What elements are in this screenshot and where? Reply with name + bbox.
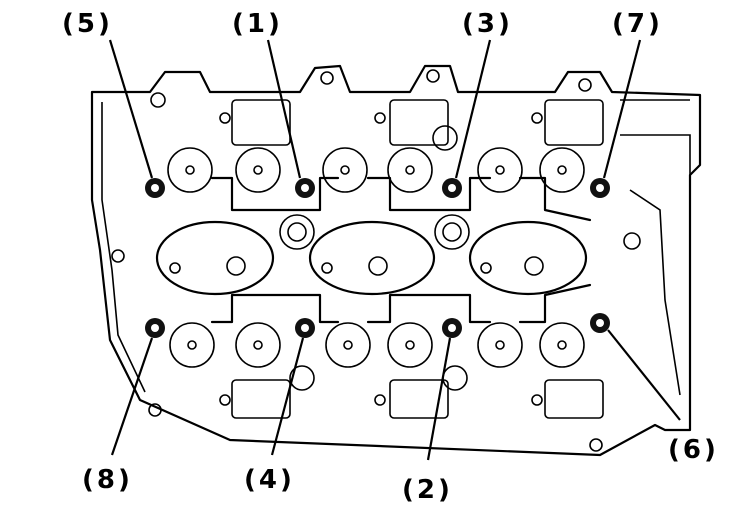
camshaft-journals [219,99,604,419]
label-bolt-6: (6) [668,435,719,465]
bolt-8 [145,318,165,338]
bolt-4 [295,318,315,338]
bolt-6 [590,313,610,333]
label-bolt-3: (3) [462,9,513,39]
leader-lines [108,39,681,461]
callout-labels: (5) (1) (3) (7) (8) (4) (2) (6) [62,9,719,505]
label-bolt-1: (1) [232,9,283,39]
head-casting-outline [90,64,702,457]
bolt-2 [442,318,462,338]
label-bolt-2: (2) [402,475,453,505]
label-bolt-4: (4) [244,465,295,495]
bolt-7 [590,178,610,198]
label-bolt-8: (8) [82,465,133,495]
bolt-1 [295,178,315,198]
bolt-5 [145,178,165,198]
valve-seats-bottom [169,322,585,391]
label-bolt-5: (5) [62,9,113,39]
label-bolt-7: (7) [612,9,663,39]
valve-seats-top [167,147,585,193]
bolt-3 [442,178,462,198]
head-bolts [145,178,610,338]
combustion-chambers [155,176,592,324]
